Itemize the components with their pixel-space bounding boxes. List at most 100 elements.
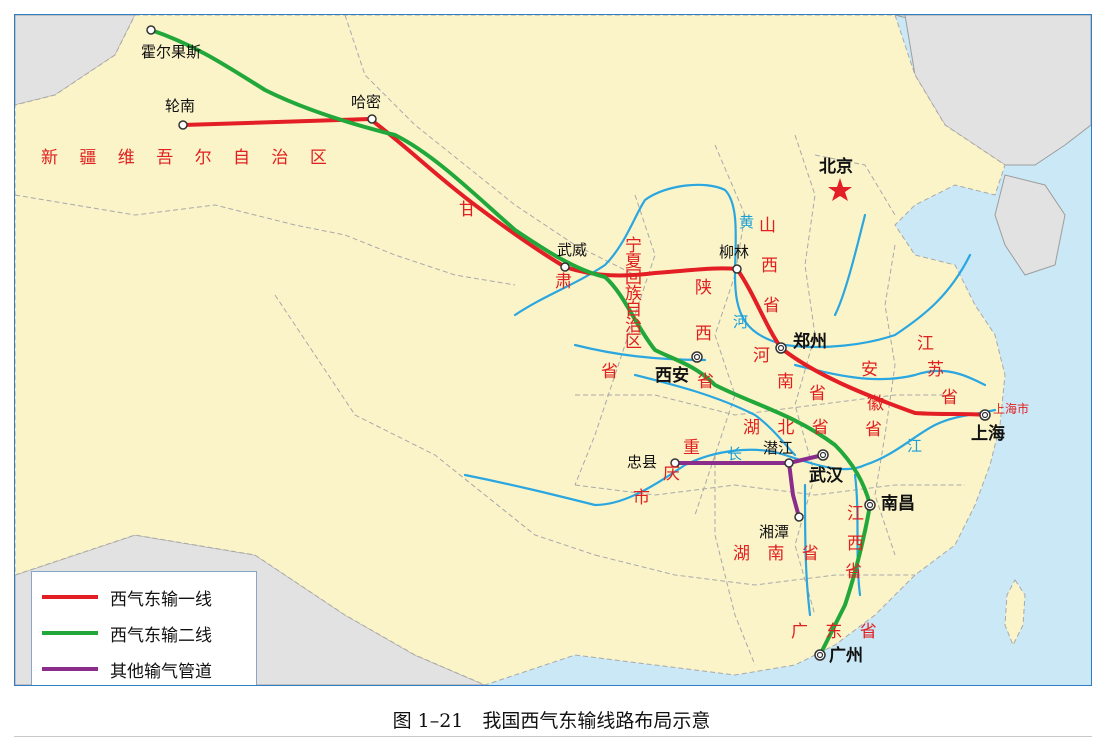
- region-label-shanxi-3: 省: [763, 296, 780, 316]
- region-label-shanxi-2: 西: [761, 256, 778, 276]
- city-label-guangzhou: 广州: [829, 645, 863, 666]
- city-marker-inner: [693, 353, 701, 361]
- region-label-shanxi-1: 山: [759, 216, 776, 236]
- city-label-shanghai: 上海: [971, 423, 1005, 444]
- river-label-huanghe-2: 河: [733, 313, 748, 331]
- city-hami: 哈密: [351, 93, 381, 124]
- region-label-shaanxi-1: 陕: [695, 278, 712, 298]
- xiang-river: [803, 483, 812, 617]
- region-label-chongqing-2: 庆: [663, 464, 680, 484]
- city-label-huoerguosi: 霍尔果斯: [141, 43, 201, 61]
- city-wuhan: 武汉: [809, 449, 844, 486]
- city-marker: [794, 512, 804, 522]
- city-marker: [864, 499, 876, 511]
- region-label-jiangsu-1: 江: [917, 334, 934, 354]
- region-label-jiangsu-2: 苏: [927, 360, 944, 380]
- city-label-hami: 哈密: [351, 93, 381, 111]
- region-label-sichuan: 省: [601, 362, 618, 382]
- province-border: [814, 154, 896, 216]
- yangtze-river: [463, 408, 997, 507]
- city-huoerguosi: 霍尔果斯: [141, 25, 201, 61]
- city-label-nanchang: 南昌: [881, 493, 915, 514]
- huai-river: [793, 363, 987, 387]
- china-mainland: [15, 15, 1006, 685]
- city-label-xian: 西安: [655, 365, 689, 386]
- region-label-shaanxi-3: 省: [697, 372, 714, 392]
- north-river: [833, 213, 867, 317]
- province-border: [15, 194, 516, 286]
- legend-item-pipeline-one: 西气东输一线: [42, 584, 212, 610]
- figure-caption: 图 1–21 我国西气东输线路布局示意: [392, 710, 711, 732]
- han-river: [633, 373, 797, 457]
- city-guangzhou: 广州: [814, 645, 863, 666]
- gan-river: [853, 473, 862, 597]
- city-marker-inner: [819, 451, 827, 459]
- city-label-wuwei: 武威: [557, 241, 587, 259]
- river-label-huanghe-1: 黄: [739, 213, 754, 231]
- region-label-gansu-1: 甘: [459, 200, 476, 220]
- region-label-anhui-2: 徽: [867, 394, 884, 414]
- region-label-ningxia-6: 治: [625, 316, 642, 336]
- city-nanchang: 南昌: [864, 493, 915, 514]
- region-label-hubei: 湖 北 省: [743, 418, 835, 438]
- city-marker: [560, 262, 570, 272]
- province-border: [574, 194, 656, 486]
- city-qianjiang: 潜江: [763, 439, 794, 468]
- legend-item-other-pipeline: 其他输气管道: [42, 656, 212, 682]
- legend-swatch: [42, 667, 98, 671]
- legend-swatch: [42, 631, 98, 635]
- city-label-zhongxian: 忠县: [627, 453, 657, 471]
- foreign-land-korea: [994, 174, 1066, 276]
- region-label-ningxia-1: 宁: [625, 236, 642, 256]
- city-xian: 西安: [655, 351, 703, 386]
- province-border: [714, 455, 756, 666]
- star-icon: [828, 178, 852, 201]
- province-border: [694, 144, 746, 516]
- region-label-chongqing-3: 市: [633, 488, 650, 508]
- region-label-henan-3: 省: [809, 384, 826, 404]
- city-marker: [178, 120, 188, 130]
- region-label-hunan: 湖 南 省: [733, 544, 825, 564]
- river-label-changjiang-2: 江: [907, 437, 922, 455]
- city-label-wuhan: 武汉: [809, 465, 844, 486]
- map: 霍尔果斯 轮南 哈密 武威 柳林 北京 郑州 西安 上海 上海市 忠县: [14, 14, 1092, 686]
- province-border: [794, 134, 816, 616]
- region-label-jiangxi-3: 省: [845, 562, 862, 582]
- island-taiwan: [1004, 579, 1026, 647]
- city-zhongxian: 忠县: [627, 453, 680, 471]
- province-border: [574, 484, 965, 496]
- region-label-gansu-2: 肃: [555, 272, 572, 292]
- region-label-shaanxi-2: 西: [695, 324, 712, 344]
- city-label-yulin: 柳林: [719, 243, 749, 261]
- region-label-anhui-3: 省: [865, 420, 882, 440]
- city-marker-inner: [816, 651, 824, 659]
- region-label-ningxia-2: 夏: [625, 252, 642, 272]
- region-label-anhui-1: 安: [861, 360, 878, 380]
- province-border: [274, 294, 596, 556]
- region-label-ningxia-3: 回: [625, 268, 642, 288]
- caption-divider: [14, 736, 1092, 737]
- city-label-lunnan: 轮南: [165, 97, 195, 115]
- wei-river: [573, 343, 707, 362]
- region-label-henan-2: 南: [777, 372, 794, 392]
- city-label-zhengzhou: 郑州: [793, 331, 827, 352]
- city-marker-inner: [777, 344, 785, 352]
- region-label-chongqing-1: 重: [683, 438, 700, 458]
- city-marker-inner: [981, 411, 989, 419]
- city-marker: [784, 458, 794, 468]
- city-marker: [670, 458, 680, 468]
- city-beijing: 北京: [819, 156, 853, 201]
- city-label-beijing: 北京: [819, 156, 853, 177]
- city-marker: [814, 649, 826, 661]
- map-canvas: 霍尔果斯 轮南 哈密 武威 柳林 北京 郑州 西安 上海 上海市 忠县: [15, 15, 1091, 685]
- province-border: [874, 244, 896, 556]
- legend-label: 西气东输一线: [110, 589, 212, 610]
- region-label-jiangsu-3: 省: [941, 388, 958, 408]
- legend: 西气东输一线 西气东输二线 其他输气管道: [31, 571, 257, 685]
- city-marker: [732, 264, 742, 274]
- city-label-xiangtan: 湘潭: [759, 523, 789, 541]
- region-label-xinjiang: 新 疆 维 吾 尔 自 治 区: [41, 148, 335, 168]
- city-marker: [367, 114, 377, 124]
- city-marker: [146, 25, 156, 35]
- region-label-ningxia-4: 族: [625, 284, 642, 304]
